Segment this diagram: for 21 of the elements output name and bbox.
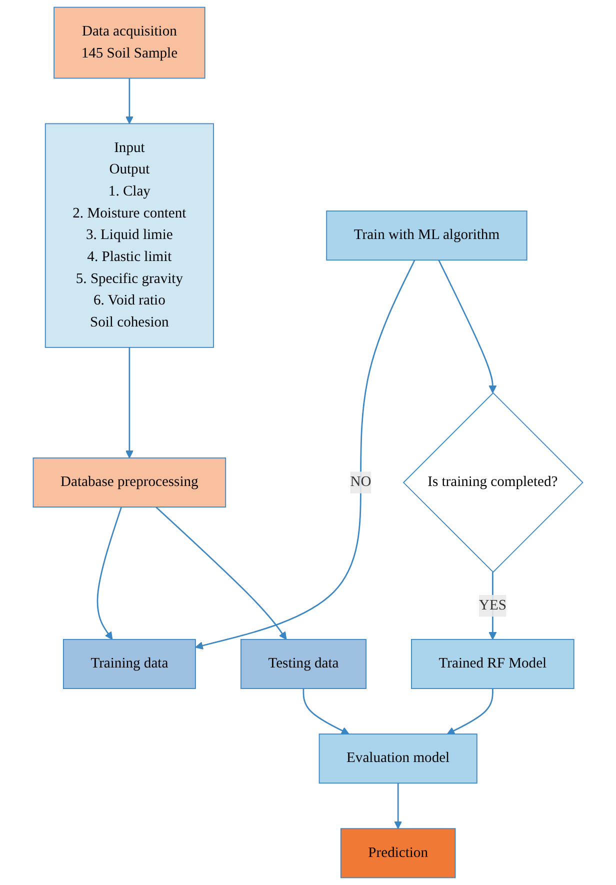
arrow xyxy=(96,506,122,640)
edge-label: NO xyxy=(350,474,372,490)
arrow xyxy=(438,260,497,394)
arrow xyxy=(125,347,134,458)
arrow xyxy=(125,78,134,124)
node-box: Testing data xyxy=(240,638,366,689)
node-box: Evaluation model xyxy=(318,734,478,784)
node-box: Input Output 1. Clay 2. Moisture content 3. Liquid limie 4. Plastic limit 5. Specific gravity 6. Void ratio Soil cohesion xyxy=(44,123,214,348)
edge-label: YES xyxy=(478,598,506,614)
node-box: Prediction xyxy=(340,828,456,878)
node-box: Database preprocessing xyxy=(32,458,226,508)
arrow xyxy=(195,260,416,650)
node-diamond: Is training completed? xyxy=(402,392,584,573)
arrow xyxy=(446,688,494,734)
node-box: Data acquisition 145 Soil Sample xyxy=(54,6,206,79)
arrow xyxy=(302,688,350,734)
node-box: Trained RF Model xyxy=(411,638,574,689)
node-box: Train with ML algorithm xyxy=(326,210,528,261)
node-box: Training data xyxy=(62,638,196,689)
arrow xyxy=(394,783,402,829)
arrow xyxy=(156,506,287,640)
